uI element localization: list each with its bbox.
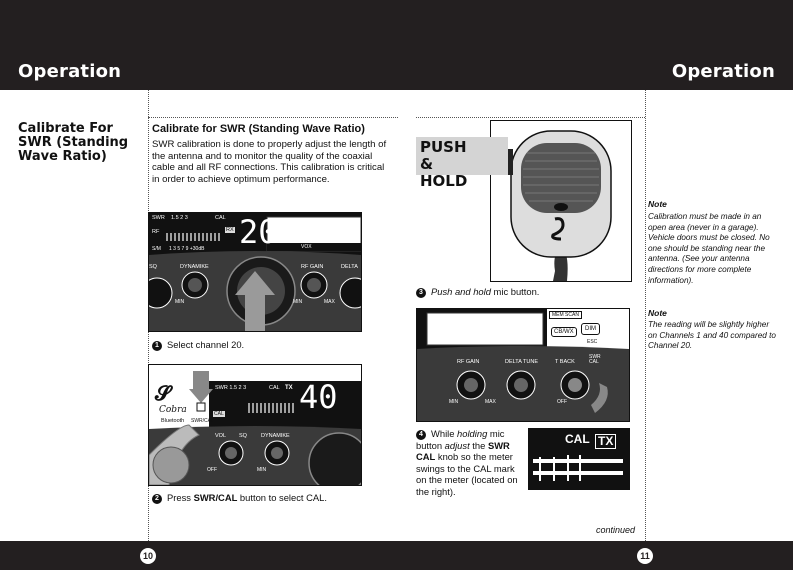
step4-t3: knob so the meter swings to the CAL mark… [416,451,518,497]
s-scale-label: 1 3 5 7 9 +30dB [169,246,205,252]
push-hold-callout: PUSH & HOLD [416,137,508,190]
column-divider-right [645,90,646,541]
radio-front-panel-cal [149,365,361,485]
brand-label: Cobra [159,405,187,415]
mem-scan-button: MEM SCAN [549,311,582,319]
step3-text-post: mic button. [490,286,540,297]
radio-front-panel [149,213,361,331]
off-label-2: OFF [557,399,567,405]
max-label: MAX [324,299,335,305]
step4-t1i: holding [457,428,488,439]
vol-label: VOL [215,433,227,439]
step2-text-bold: SWR/CAL [193,492,238,503]
page-number-left: 10 [140,548,156,564]
footer-band [0,541,793,570]
step2-text-post: button to select CAL. [237,492,327,503]
step4-t1c: adjust [444,440,470,451]
step4-number: 4 [416,430,426,440]
page-number-right: 11 [637,548,653,564]
rx-indicator: RX [225,227,235,233]
step2-number: 2 [152,494,162,504]
cal-indicator: CAL [213,411,225,417]
microphone-icon [503,130,612,281]
bluetooth-label: Bluetooth [161,418,185,424]
meter-cal-label: CAL [215,215,226,221]
step3-text: Push and hold [431,286,491,297]
channel-display: 20 [239,213,278,251]
cobra-logo-icon: 𝓢 [155,381,171,405]
dynamike-label: DYNAMIKE [180,264,209,270]
meter-cal-text: CAL [565,432,590,446]
step3-microphone-illustration [490,120,632,282]
step3-number: 3 [416,288,426,298]
step1-text: Select channel 20. [167,339,245,350]
off-label: OFF [207,467,217,473]
cbwx-button: CB/WX [551,327,577,337]
rf-gain-label: RF GAIN [301,264,324,270]
note1-heading: Note [648,199,667,209]
min-label-2: MIN [293,299,303,305]
note2-body: The reading will be slightly higher on C… [648,320,776,351]
max-label-2: MAX [485,399,496,405]
meter-swr-label: SWR [152,215,165,221]
channel-display-40: 40 [299,378,338,416]
swr-scale-label: SWR 1.5 2 3 [215,385,247,391]
delta-label: DELTA [341,264,358,270]
header-band [0,0,793,90]
cal-top-label: CAL [269,385,280,391]
page-header-right: Operation [671,61,775,82]
swr-cal-label: SWR CAL [589,354,601,365]
rf-gain-label-2: RF GAIN [457,359,480,365]
section-heading: Calibrate for SWR (Standing Wave Ratio) [152,123,365,135]
sidebar-title: Calibrate For SWR (Standing Wave Ratio) [18,121,129,164]
section-body: SWR calibration is done to properly adju… [152,139,387,185]
esc-label: ESC [587,339,598,345]
swrcal-button-label: SWR/CAL [191,418,214,424]
swr-meter-icon [529,429,629,489]
tx-indicator: TX [285,385,293,391]
note2-heading: Note [648,308,667,318]
sq-label-2: SQ [239,433,247,439]
step4-meter-illustration: CAL TX [528,428,630,490]
meter-tx-text: TX [595,434,617,449]
dynamike-label-2: DYNAMIKE [261,433,290,439]
step4-t2: SWR CAL [416,440,510,463]
step2-caption: 2 Press SWR/CAL button to select CAL. [152,492,327,504]
step4-radio-illustration: MEM SCAN CB/WX DIM ESC RF GAIN DELTA TUN… [416,308,630,422]
step1-radio-illustration: SWR 1.5 2 3 CAL RF S/M 1 3 5 7 9 +30dB R… [148,212,362,332]
step2-text-pre: Press [167,492,194,503]
step4-caption: 4 While holding mic button adjust the SWR… [416,428,524,497]
page-header-left: Operation [18,61,122,82]
dim-button: DIM [581,323,600,335]
continued-label: continued [596,525,636,535]
sq-label: SQ [149,264,157,270]
step4-t1d: the [469,440,488,451]
min-label: MIN [175,299,185,305]
tback-label: T BACK [555,359,575,365]
step2-radio-illustration: 𝓢 Cobra Bluetooth SWR/CAL SWR 1.5 2 3 CA… [148,364,362,486]
note1-body: Calibration must be made in an open area… [648,212,770,285]
step4-t1: While [431,428,458,439]
sm-label: S/M [152,246,161,252]
step4-t1b: mic button [416,428,505,451]
step1-number: 1 [152,341,162,351]
rf-label: RF [152,229,160,235]
min-label-3: MIN [257,467,267,473]
step3-caption: 3 Push and hold mic button. [416,286,539,298]
vox-indicator: VOX [301,244,312,250]
delta-tune-label: DELTA TUNE [505,359,539,365]
step1-caption: 1 Select channel 20. [152,339,244,351]
section-rule-right [416,117,645,118]
section-rule-left [148,117,398,118]
push-hold-label: PUSH & HOLD [420,138,468,190]
meter-scale-label: 1.5 2 3 [171,215,188,221]
min-label-4: MIN [449,399,459,405]
